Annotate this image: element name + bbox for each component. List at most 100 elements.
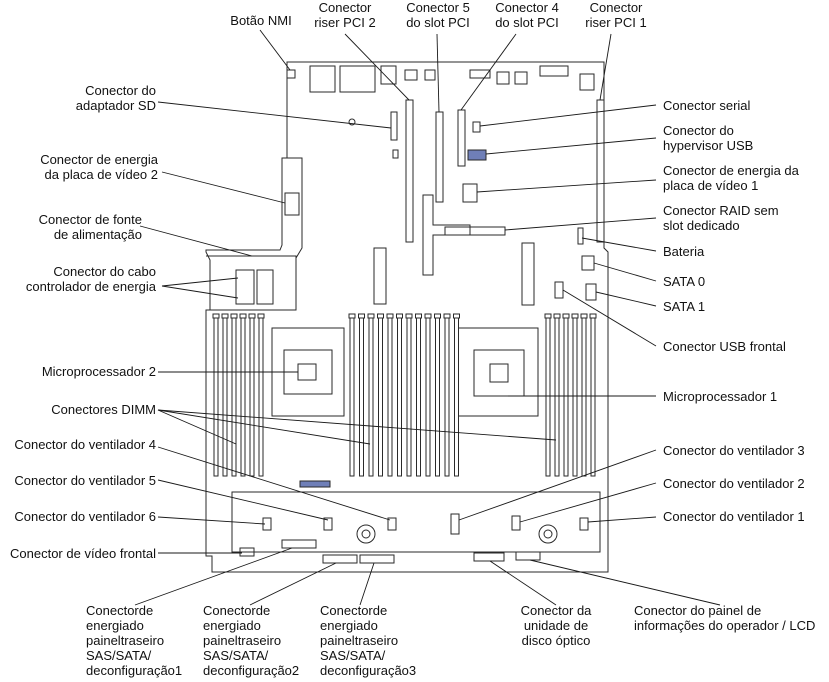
serial-connector	[472, 121, 481, 133]
label-power-controller-cable: Conector do cabo controlador de energia	[25, 264, 156, 294]
leader-usb-hyper	[485, 137, 657, 155]
leader-lcd	[529, 559, 721, 606]
fan-connector-3	[450, 513, 460, 535]
leader-gpu1	[476, 179, 657, 193]
standoff	[356, 524, 376, 544]
label-backplane-power-2: Conectorde energiado paineltraseiro SAS/…	[203, 603, 300, 678]
dimm-slot	[249, 317, 255, 477]
latch	[373, 247, 387, 305]
label-pci-slot-5: Conector 5 do slot PCI	[406, 0, 470, 30]
label-dimm-connectors: Conectores DIMM	[51, 402, 156, 417]
label-raid: Conector RAID sem slot dedicado	[663, 203, 779, 233]
leader-serial	[479, 104, 657, 127]
leader-dimm-3	[157, 409, 557, 441]
dimm-slot	[213, 317, 219, 477]
io-port	[579, 73, 595, 91]
leader-slot4	[460, 33, 517, 111]
dimm-latch	[348, 313, 356, 319]
microprocessor-1-socket	[457, 327, 539, 417]
io-port	[380, 65, 397, 85]
gpu2-area	[282, 157, 303, 259]
usb-hypervisor-connector	[467, 149, 487, 161]
io-port	[424, 69, 436, 81]
raid-connector	[444, 226, 506, 236]
leader-gpu2	[161, 171, 286, 204]
backplane-power-3	[359, 554, 395, 564]
optical-drive-connector	[473, 552, 505, 562]
fan-connector-1	[579, 517, 589, 531]
power-cable-connector-2	[256, 269, 274, 305]
leader-riser1	[599, 33, 612, 101]
dimm-latch	[386, 313, 394, 319]
label-microprocessor-2: Microprocessador 2	[41, 364, 156, 379]
power-supply-connector	[206, 255, 297, 311]
leader-dimm-2	[157, 409, 371, 445]
dimm-latch	[248, 313, 256, 319]
dimm-slot	[554, 317, 560, 477]
label-fan-1: Conector do ventilador 1	[663, 509, 805, 524]
dimm-latch	[221, 313, 229, 319]
dimm-latch	[358, 313, 365, 319]
dimm-latch	[212, 313, 220, 319]
leader-nmi	[259, 29, 291, 71]
dimm-slot	[454, 317, 459, 477]
label-front-usb: Conector USB frontal	[663, 339, 786, 354]
io-port	[469, 69, 491, 79]
dimm-latch	[434, 313, 441, 319]
dimm-slot	[397, 317, 402, 477]
label-power-supply: Conector de fonte de alimentação	[38, 212, 142, 242]
dimm-slot	[240, 317, 246, 477]
front-video-connector	[239, 547, 255, 557]
label-backplane-power-1: Conectorde energiado paineltraseiro SAS/…	[86, 603, 183, 678]
io-port	[309, 65, 336, 93]
label-fan-4: Conector do ventilador 4	[14, 437, 156, 452]
sata-1	[585, 283, 597, 301]
dimm-latch	[553, 313, 561, 319]
label-sd-adapter: Conector do adaptador SD	[75, 83, 156, 113]
label-fan-2: Conector do ventilador 2	[663, 476, 805, 491]
standoff	[538, 524, 558, 544]
label-fan-6: Conector do ventilador 6	[14, 509, 156, 524]
label-optical-drive: Conector da unidade de disco óptico	[520, 603, 592, 648]
leader-power-ctrl-2	[161, 285, 239, 299]
fan-wall	[231, 491, 601, 553]
dimm-latch	[367, 313, 375, 319]
dimm-slot	[425, 317, 431, 477]
label-sata-0: SATA 0	[663, 274, 706, 289]
front-usb-connector	[554, 281, 564, 299]
dimm-slot	[387, 317, 393, 477]
leader-battery	[581, 237, 657, 252]
dimm-latch	[443, 313, 451, 319]
leader-fan4	[157, 446, 391, 521]
dimm-slot	[545, 317, 551, 477]
dimm-latch	[396, 313, 403, 319]
leader-fan6	[157, 516, 266, 525]
label-gpu-power-1: Conector de energia da placa de vídeo 1	[663, 163, 799, 193]
dimm-slot	[258, 317, 264, 477]
label-fan-3: Conector do ventilador 3	[663, 443, 805, 458]
dimm-slot	[435, 317, 440, 477]
dimm-latch	[453, 313, 460, 319]
dimm-slot	[359, 317, 364, 477]
leader-slot5	[436, 33, 440, 113]
sd-adapter-connector	[390, 111, 398, 141]
label-nmi-button: Botão NMI	[230, 13, 292, 28]
latch	[521, 242, 535, 306]
label-battery: Bateria	[663, 244, 705, 259]
leader-fan3	[458, 449, 657, 521]
label-microprocessor-1: Microprocessador 1	[663, 389, 778, 404]
label-serial: Conector serial	[663, 98, 751, 113]
io-port	[404, 69, 418, 81]
leader-sd	[157, 101, 392, 129]
io-port	[539, 65, 569, 77]
gpu-power-connector-2	[284, 192, 300, 216]
leader-fan5	[157, 479, 329, 521]
fan-connector-2	[511, 515, 521, 531]
dimm-slot	[231, 317, 237, 477]
label-backplane-power-3: Conectorde energiado paineltraseiro SAS/…	[320, 603, 417, 678]
leader-sata1	[595, 291, 657, 307]
dimm-latch	[239, 313, 247, 319]
power-ctrl-header	[392, 149, 399, 159]
dimm-latch	[377, 313, 384, 319]
